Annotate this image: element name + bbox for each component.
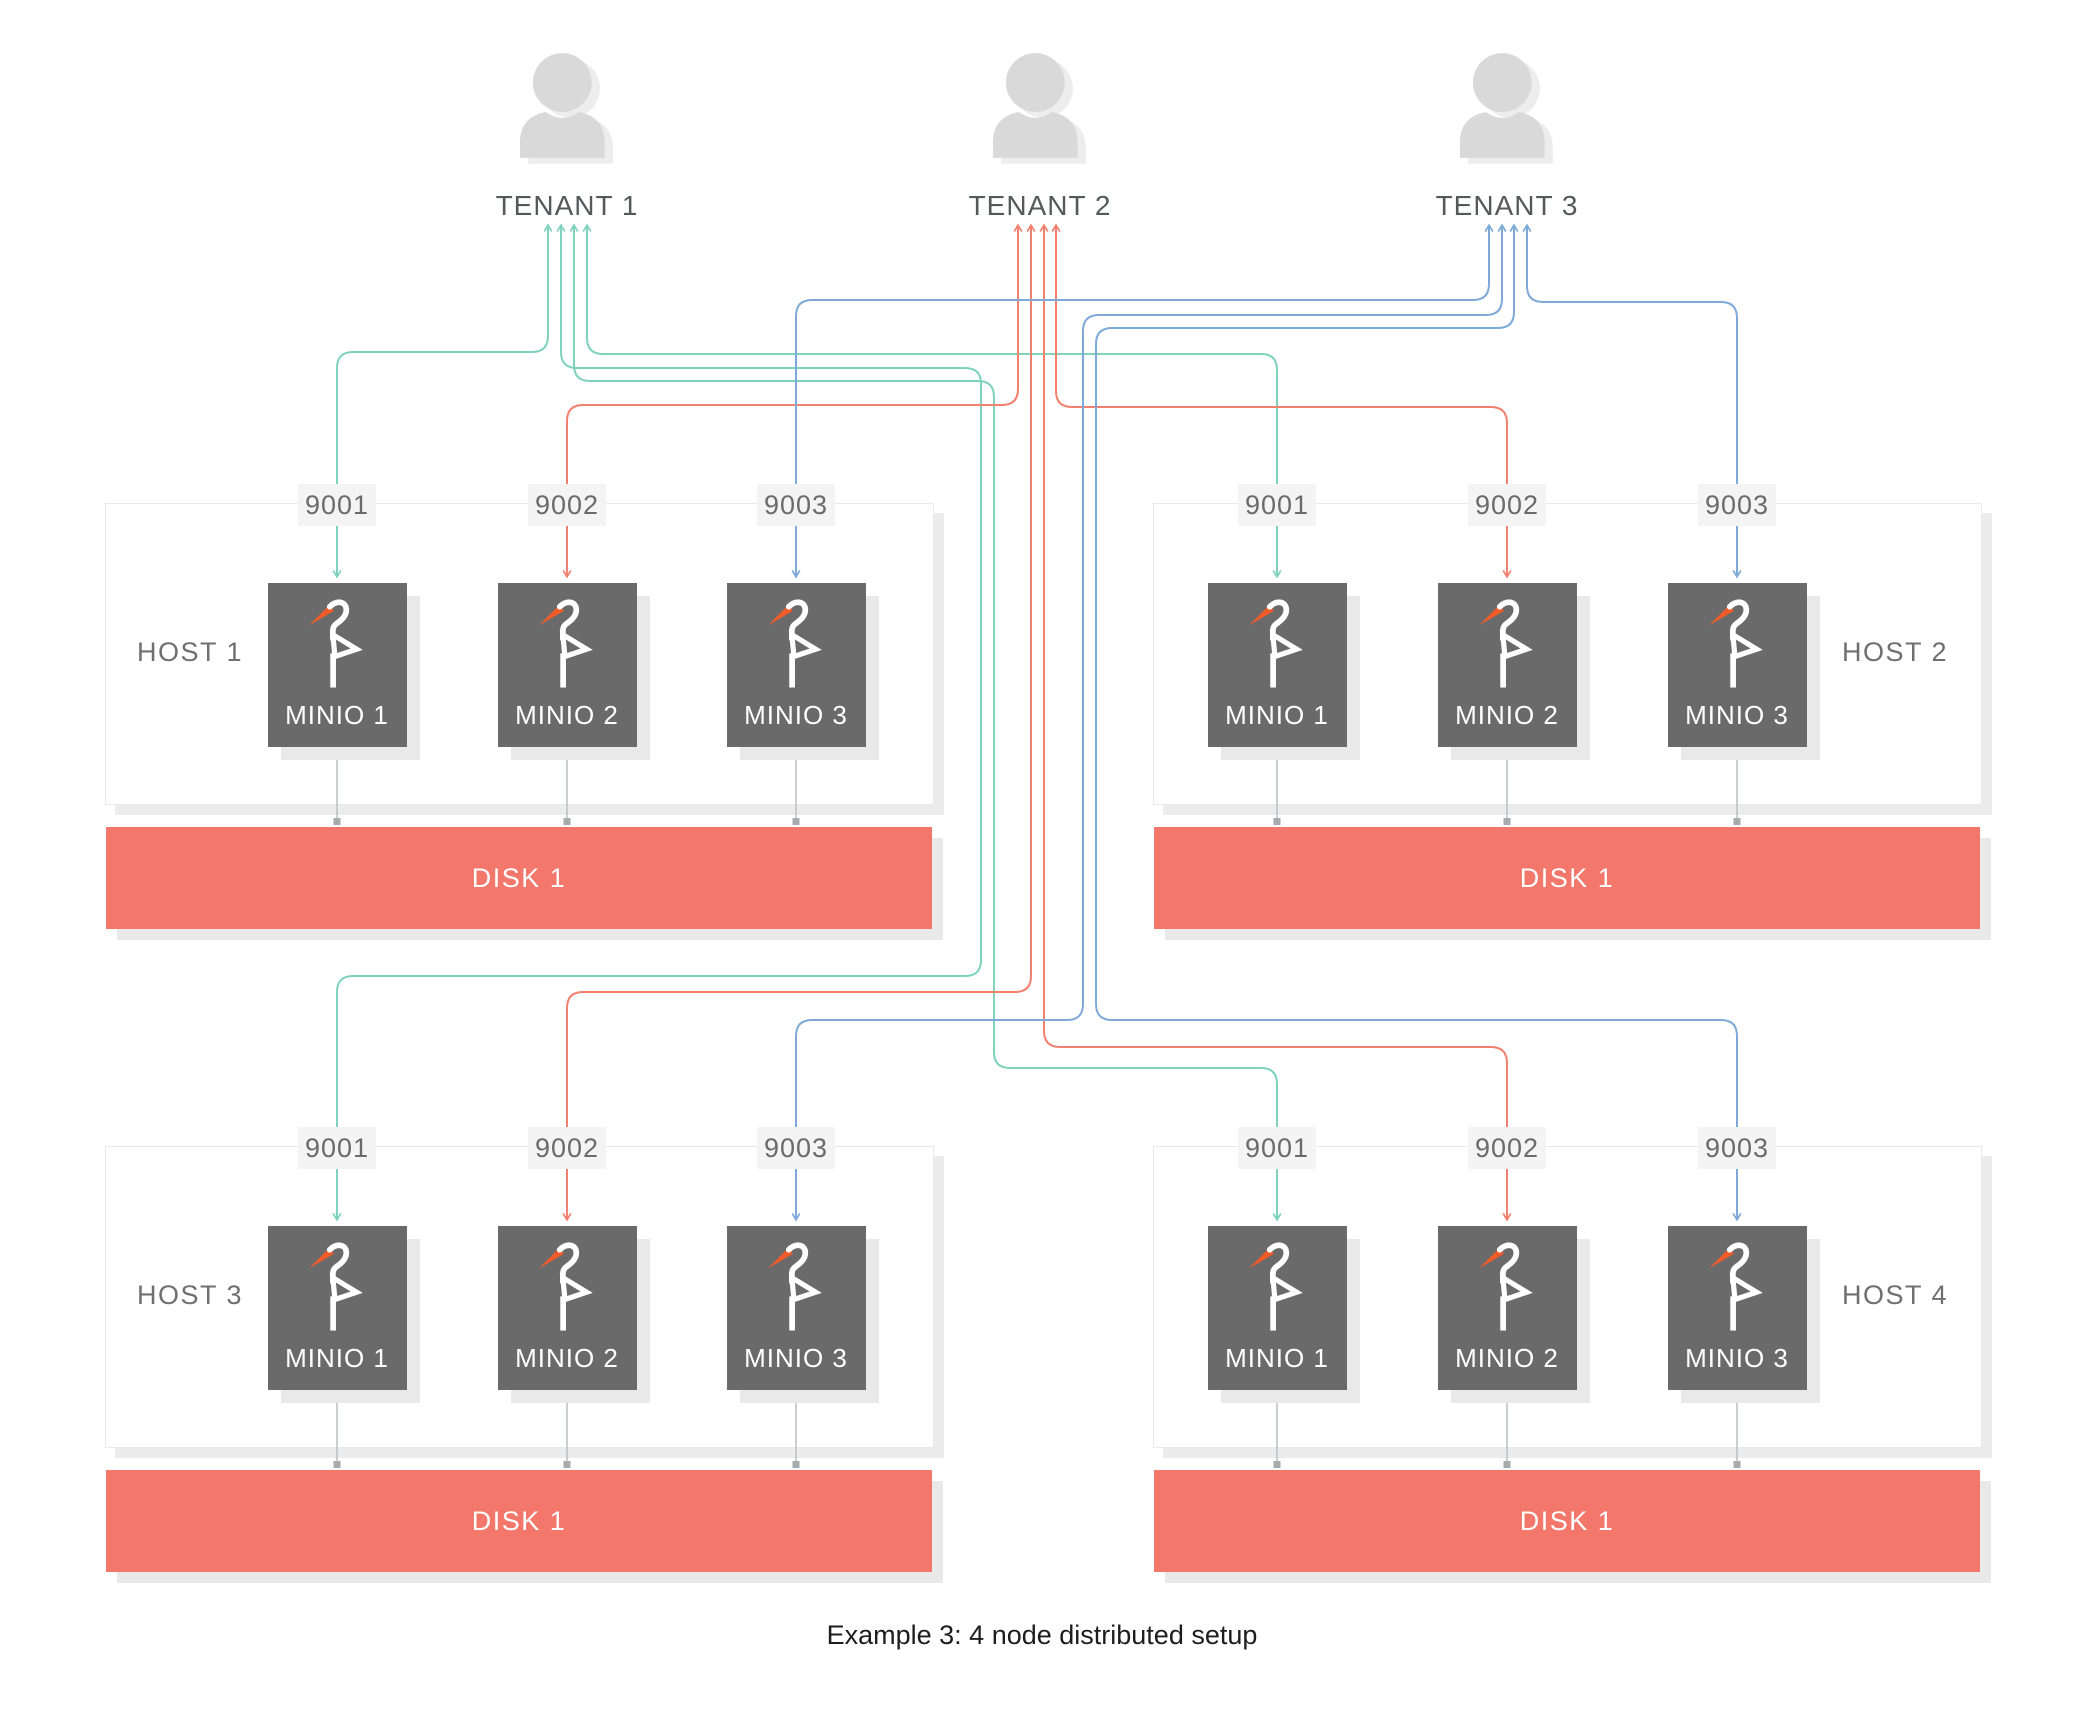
minio-node: MINIO 2	[1437, 1226, 1577, 1390]
disk-bar: DISK 1	[1154, 827, 1980, 929]
tenant-icon	[981, 52, 1099, 172]
minio-node-label: MINIO 2	[515, 700, 619, 730]
minio-node-label: MINIO 1	[1225, 1343, 1329, 1373]
minio-node-label: MINIO 2	[515, 1343, 619, 1373]
minio-node: MINIO 1	[267, 1226, 407, 1390]
minio-node-label: MINIO 1	[1225, 700, 1329, 730]
port-badge: 9003	[1698, 484, 1776, 526]
port-badge: 9001	[1238, 484, 1316, 526]
tenant-label: TENANT 2	[968, 190, 1112, 221]
tenant-label: TENANT 1	[495, 190, 639, 221]
minio-logo-icon	[539, 599, 593, 688]
minio-node: MINIO 3	[726, 583, 866, 747]
minio-logo-icon	[1249, 1242, 1303, 1331]
disk-label: DISK 1	[1519, 862, 1615, 893]
minio-node: MINIO 1	[1207, 1226, 1347, 1390]
minio-logo-icon	[539, 1242, 593, 1331]
tenant1-connection-wire	[582, 223, 1282, 579]
minio-logo-icon	[1709, 599, 1763, 688]
minio-logo-icon	[1479, 1242, 1533, 1331]
minio-node-label: MINIO 3	[1685, 700, 1789, 730]
minio-logo-icon	[1479, 599, 1533, 688]
disk-bar: DISK 1	[106, 1470, 932, 1572]
minio-disk-link	[563, 739, 571, 825]
port-badge: 9001	[298, 484, 376, 526]
minio-disk-link	[792, 739, 800, 825]
person-icon	[1459, 53, 1553, 164]
minio-logo-icon	[309, 1242, 363, 1331]
tenant-label: TENANT 3	[1435, 190, 1579, 221]
disk-label: DISK 1	[1519, 1505, 1615, 1536]
port-badge: 9002	[1468, 484, 1546, 526]
minio-node-label: MINIO 3	[744, 1343, 848, 1373]
host-label: HOST 3	[137, 1280, 244, 1310]
minio-disk-link	[1273, 1382, 1281, 1468]
minio-node: MINIO 3	[1667, 583, 1807, 747]
port-badge: 9003	[757, 1127, 835, 1169]
tenant1-connection-wire	[569, 223, 1282, 1222]
minio-logo-icon	[1249, 599, 1303, 688]
tenant-icon	[508, 52, 626, 172]
minio-logo-icon	[768, 1242, 822, 1331]
minio-node: MINIO 2	[497, 1226, 637, 1390]
port-badge: 9001	[1238, 1127, 1316, 1169]
disk-label: DISK 1	[471, 862, 567, 893]
host-label: HOST 2	[1841, 637, 1948, 667]
minio-node: MINIO 1	[1207, 583, 1347, 747]
minio-node-label: MINIO 3	[744, 700, 848, 730]
port-badge: 9003	[1698, 1127, 1776, 1169]
minio-node-label: MINIO 2	[1455, 700, 1559, 730]
minio-disk-link	[333, 1382, 341, 1468]
disk-bar: DISK 1	[106, 827, 932, 929]
port-badge: 9002	[1468, 1127, 1546, 1169]
minio-node: MINIO 2	[497, 583, 637, 747]
minio-node-label: MINIO 1	[285, 700, 389, 730]
minio-logo-icon	[1709, 1242, 1763, 1331]
diagram-caption: Example 3: 4 node distributed setup	[826, 1620, 1258, 1650]
minio-disk-link	[333, 739, 341, 825]
minio-logo-icon	[768, 599, 822, 688]
minio-disk-link	[1733, 739, 1741, 825]
person-icon	[992, 53, 1086, 164]
host-label: HOST 1	[137, 637, 244, 667]
minio-disk-link	[563, 1382, 571, 1468]
tenant1-connection-wire	[332, 223, 982, 1222]
port-badge: 9002	[528, 484, 606, 526]
minio-node-label: MINIO 3	[1685, 1343, 1789, 1373]
disk-label: DISK 1	[471, 1505, 567, 1536]
person-icon	[519, 53, 613, 164]
minio-node: MINIO 3	[726, 1226, 866, 1390]
tenant3-connection-wire	[791, 223, 1494, 579]
minio-disk-link	[1273, 739, 1281, 825]
tenant-icon	[1448, 52, 1566, 172]
minio-node: MINIO 3	[1667, 1226, 1807, 1390]
port-badge: 9002	[528, 1127, 606, 1169]
host-label: HOST 4	[1841, 1280, 1948, 1310]
minio-node-label: MINIO 1	[285, 1343, 389, 1373]
minio-disk-link	[1503, 739, 1511, 825]
minio-node: MINIO 1	[267, 583, 407, 747]
minio-disk-link	[792, 1382, 800, 1468]
tenant3-connection-wire	[1095, 223, 1742, 1222]
port-badge: 9001	[298, 1127, 376, 1169]
minio-disk-link	[1733, 1382, 1741, 1468]
disk-bar: DISK 1	[1154, 1470, 1980, 1572]
minio-node: MINIO 2	[1437, 583, 1577, 747]
minio-disk-link	[1503, 1382, 1511, 1468]
minio-node-label: MINIO 2	[1455, 1343, 1559, 1373]
tenant3-connection-wire	[791, 223, 1507, 1222]
port-badge: 9003	[757, 484, 835, 526]
minio-logo-icon	[309, 599, 363, 688]
